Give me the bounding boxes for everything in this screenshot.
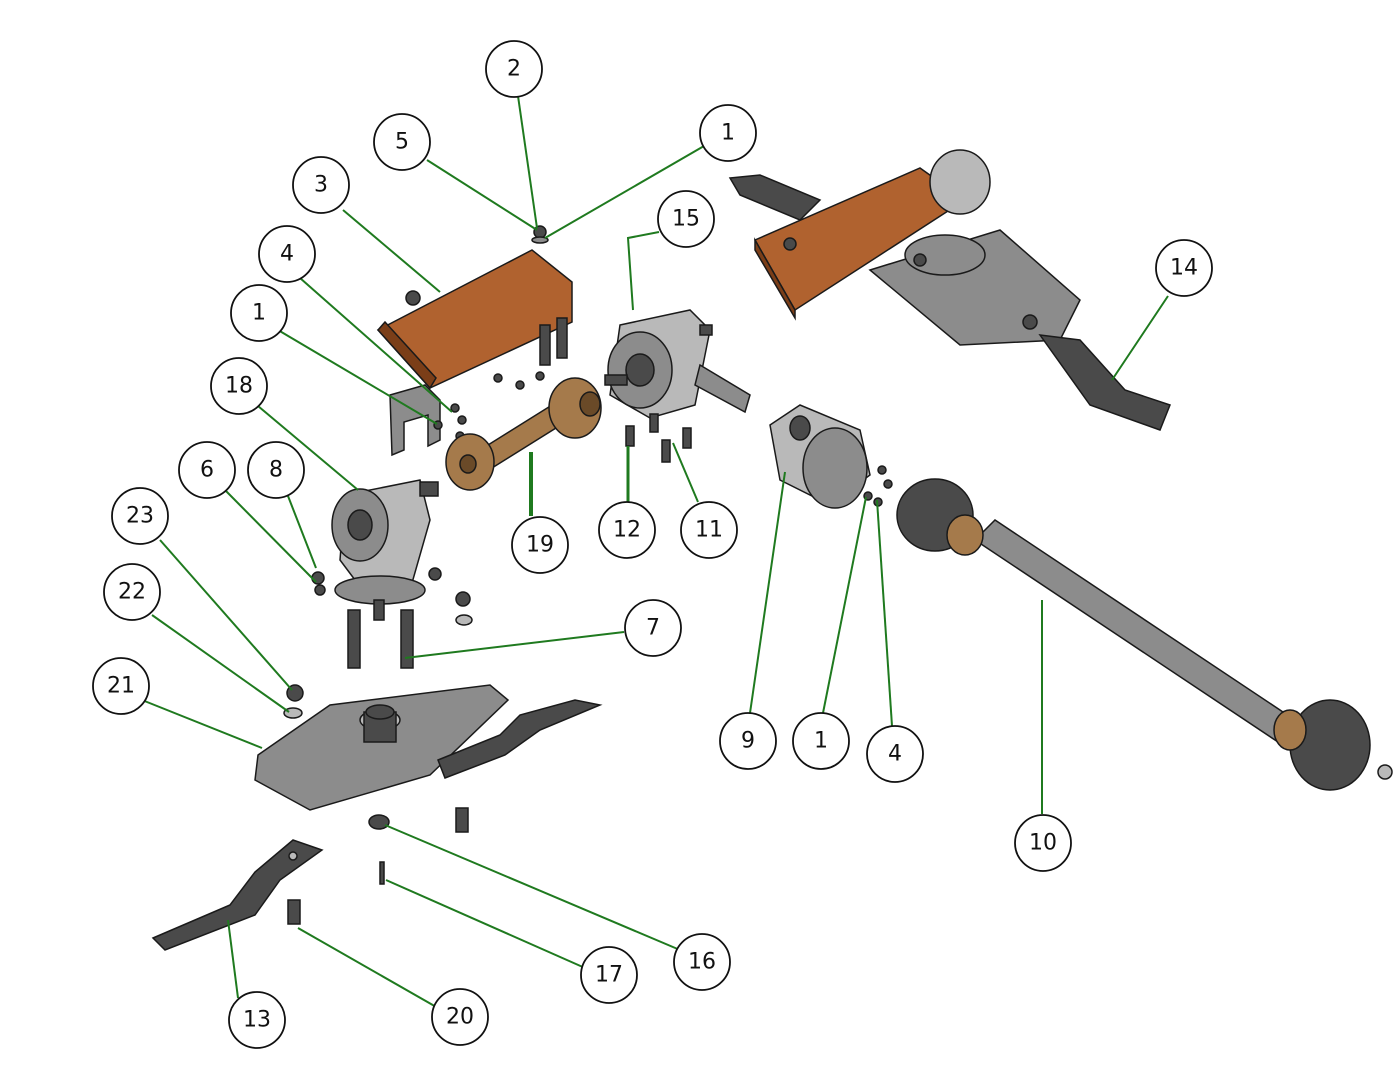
- callout-20: 20: [431, 988, 489, 1046]
- gearbox-bolts-part: [625, 413, 692, 463]
- callout-label: 1: [252, 301, 266, 326]
- callout-19: 19: [511, 516, 569, 574]
- callout-label: 9: [741, 729, 755, 754]
- gearbox-18-part: [331, 479, 439, 621]
- callout-label: 22: [118, 580, 146, 605]
- leader-15: [626, 231, 660, 311]
- leader-23: [159, 539, 293, 691]
- callout-label: 6: [200, 458, 214, 483]
- gearbox-cover-part: [376, 249, 573, 390]
- callout-label: 17: [595, 963, 623, 988]
- leader-17: [385, 879, 586, 969]
- leader-13: [227, 919, 239, 999]
- callout-label: 3: [314, 173, 328, 198]
- callout-label: 7: [646, 616, 660, 641]
- callout-label: 16: [688, 950, 716, 975]
- callout-1-right: 1: [792, 712, 850, 770]
- callout-label: 4: [888, 742, 902, 767]
- leader-6: [224, 489, 317, 583]
- blade-upper-part: [437, 699, 603, 779]
- callout-16: 16: [673, 933, 731, 991]
- leader-11: [672, 442, 699, 503]
- callout-label: 1: [814, 729, 828, 754]
- callout-label: 19: [526, 533, 554, 558]
- callout-label: 5: [395, 130, 409, 155]
- assembled-mower-part: [728, 149, 1171, 431]
- callout-label: 20: [446, 1005, 474, 1030]
- callout-2: 2: [485, 40, 543, 98]
- mounting-bolts-part: [347, 609, 414, 669]
- callout-4-right: 4: [866, 725, 924, 783]
- callout-label: 13: [243, 1008, 271, 1033]
- leader-8: [287, 495, 317, 569]
- callout-22: 22: [103, 563, 161, 621]
- callout-11: 11: [680, 501, 738, 559]
- leader-4-right: [876, 499, 893, 727]
- bearing-shaft-part: [445, 377, 602, 491]
- nuts-washers-part: [283, 567, 473, 719]
- callout-9: 9: [719, 712, 777, 770]
- callout-label: 10: [1029, 831, 1057, 856]
- leader-14: [1111, 295, 1169, 381]
- callout-3: 3: [292, 156, 350, 214]
- callout-14: 14: [1155, 239, 1213, 297]
- leader-16: [384, 824, 681, 951]
- callout-23: 23: [111, 487, 169, 545]
- base-plate-part: [254, 684, 510, 811]
- bell-housing-part: [769, 404, 871, 509]
- leader-5: [426, 159, 538, 231]
- callout-label: 23: [126, 504, 154, 529]
- leader-20: [297, 927, 439, 1009]
- callout-10: 10: [1014, 814, 1072, 872]
- blade-13-part: [151, 839, 324, 951]
- leader-1-left: [277, 329, 438, 425]
- callout-18: 18: [210, 357, 268, 415]
- leader-7: [404, 631, 625, 659]
- callout-label: 15: [672, 207, 700, 232]
- callout-label: 2: [507, 57, 521, 82]
- leader-lines: [141, 95, 1169, 1009]
- callout-7: 7: [624, 599, 682, 657]
- callout-6: 6: [178, 441, 236, 499]
- callout-8: 8: [247, 441, 305, 499]
- leader-21: [141, 699, 263, 749]
- callout-label: 8: [269, 458, 283, 483]
- callout-label: 14: [1170, 256, 1198, 281]
- callout-1-top: 1: [699, 104, 757, 162]
- callout-label: 12: [613, 518, 641, 543]
- callout-15: 15: [657, 190, 715, 248]
- leader-2: [517, 95, 538, 229]
- callout-label: 18: [225, 374, 253, 399]
- leader-3: [342, 209, 441, 293]
- callout-label: 11: [695, 518, 723, 543]
- callout-21: 21: [92, 657, 150, 715]
- callout-12: 12: [598, 501, 656, 559]
- blade-hardware-part: [287, 807, 469, 925]
- callout-17: 17: [580, 946, 638, 1004]
- callout-13: 13: [228, 991, 286, 1049]
- callout-label: 21: [107, 674, 135, 699]
- leader-9: [749, 471, 786, 714]
- leader-1-top: [544, 145, 705, 239]
- callout-label: 1: [721, 121, 735, 146]
- pto-shaft-part: [896, 478, 1393, 791]
- leader-22: [151, 614, 290, 713]
- callout-1-left: 1: [230, 284, 288, 342]
- leader-18: [257, 405, 359, 491]
- callout-label: 4: [280, 242, 294, 267]
- gearbox-15-part: [604, 309, 751, 419]
- leader-4-left: [299, 277, 453, 413]
- callout-5: 5: [373, 113, 431, 171]
- callout-4-left: 4: [258, 225, 316, 283]
- leader-1-right: [822, 496, 867, 714]
